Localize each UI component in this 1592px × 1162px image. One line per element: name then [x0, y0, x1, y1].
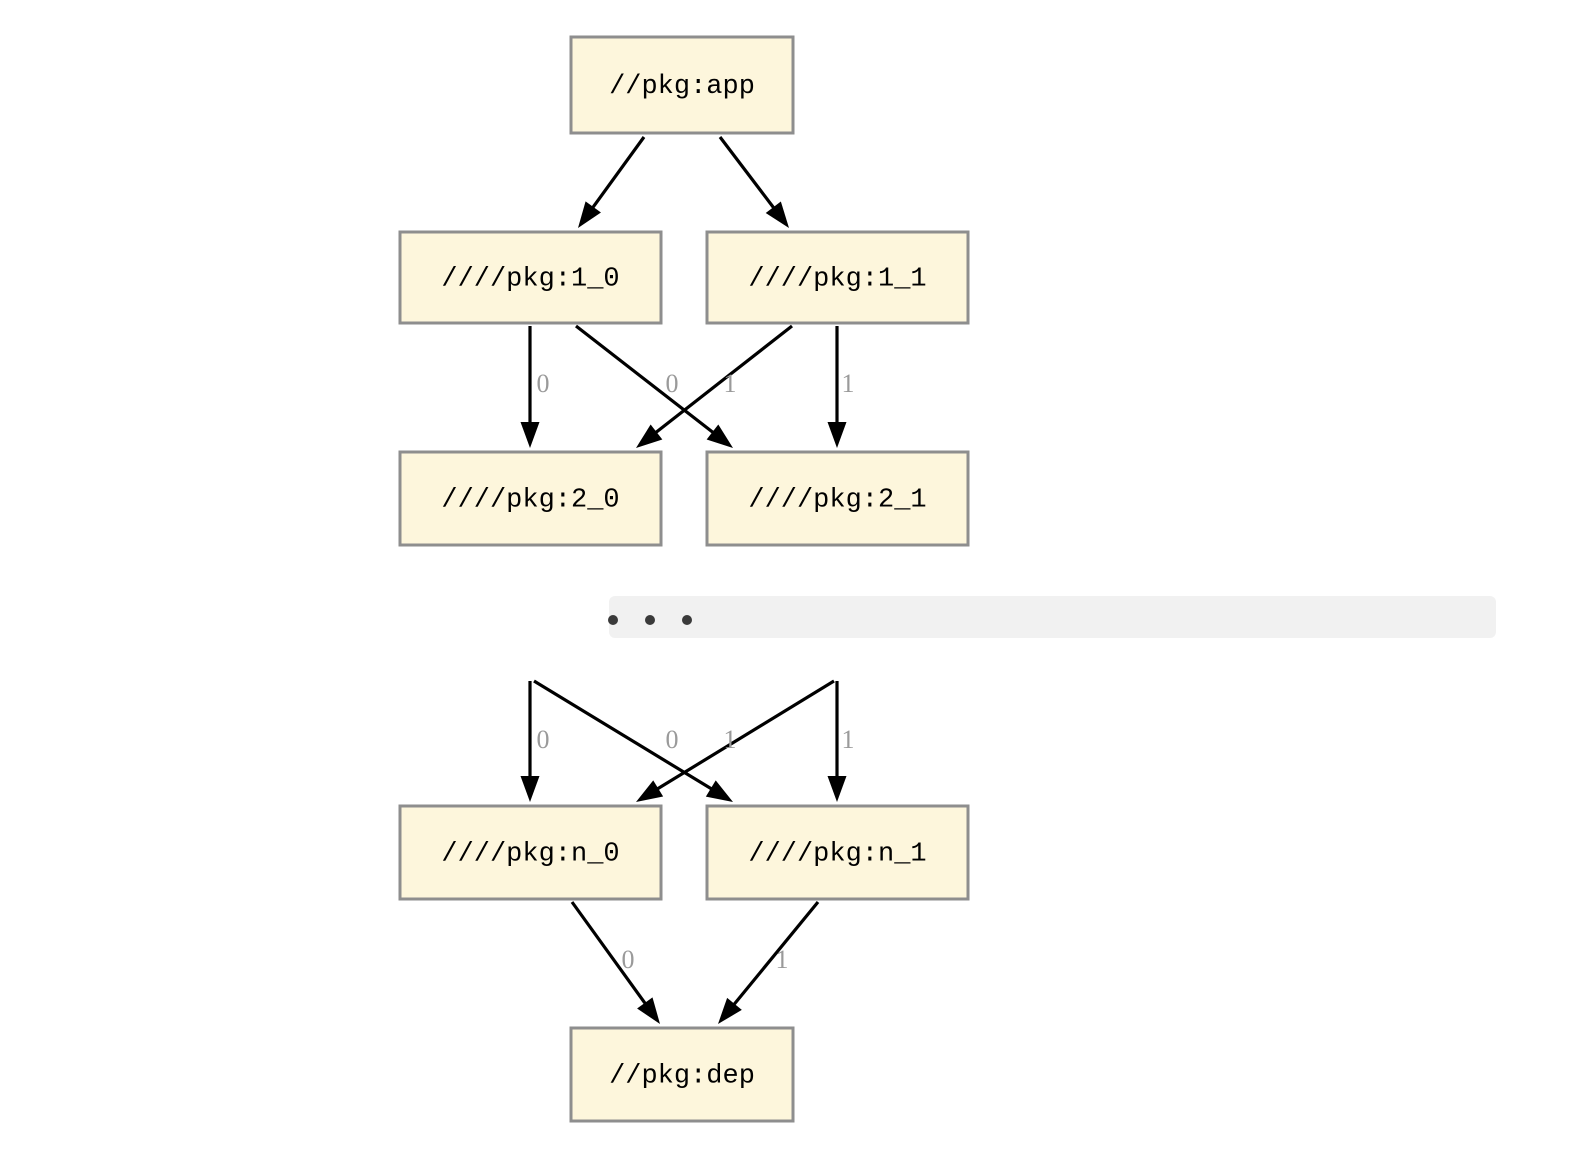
graph-node-l1_1[interactable]: ////pkg:1_1: [705, 230, 970, 325]
node-box[interactable]: [705, 230, 970, 325]
edge-line: [589, 136, 646, 212]
node-box[interactable]: [705, 450, 970, 547]
edge-line: [570, 901, 649, 1008]
edge-line: [653, 679, 835, 793]
edge-label: 1: [724, 369, 737, 398]
graph-edge: 0: [520, 326, 550, 448]
edge-arrowhead-icon: [827, 422, 847, 448]
ellipsis-dot-1: [645, 615, 655, 625]
edge-line: [533, 679, 716, 793]
edge-arrowhead-icon: [637, 997, 660, 1024]
edge-label: 0: [666, 369, 679, 398]
node-label: //pkg:app: [609, 72, 755, 102]
graph-node-ln_0[interactable]: ////pkg:n_0: [398, 804, 663, 901]
graph-node-l2_1[interactable]: ////pkg:2_1: [705, 450, 970, 547]
node-box[interactable]: [705, 804, 970, 901]
graph-edge: 0: [570, 901, 660, 1024]
node-box[interactable]: [398, 804, 663, 901]
edge-label: 0: [622, 945, 635, 974]
node-box[interactable]: [398, 230, 663, 325]
graph-edge: 0: [575, 324, 733, 448]
edge-label: 0: [666, 725, 679, 754]
node-box[interactable]: [569, 1026, 795, 1123]
node-label: ////pkg:n_1: [748, 840, 926, 870]
graph-edge: 1: [827, 681, 855, 802]
edge-arrowhead-icon: [636, 780, 664, 802]
edge-line: [575, 324, 718, 437]
edge-arrowhead-icon: [706, 424, 733, 448]
edge-label: 0: [537, 725, 550, 754]
ellipsis-dot-2: [682, 615, 692, 625]
edge-arrowhead-icon: [520, 776, 540, 802]
node-label: ////pkg:n_0: [441, 840, 619, 870]
graph-edge: 1: [636, 679, 835, 802]
edges-layer: 0 0 1 1 0 0 1 1 0 1: [520, 136, 855, 1024]
graph-edge: 1: [718, 900, 820, 1024]
node-label: ////pkg:2_0: [441, 486, 619, 516]
edge-arrowhead-icon: [827, 776, 847, 802]
edge-arrowhead-icon: [520, 422, 540, 448]
graph-edge: [578, 136, 646, 228]
edge-arrowhead-icon: [705, 780, 733, 802]
graph-node-dep[interactable]: //pkg:dep: [569, 1026, 795, 1123]
node-label: //pkg:dep: [609, 1062, 755, 1092]
node-box[interactable]: [398, 450, 663, 547]
edge-arrowhead-icon: [765, 201, 789, 228]
edge-label: 1: [724, 725, 737, 754]
ellipsis-dot-0: [608, 615, 618, 625]
graph-edge: 0: [533, 679, 733, 802]
graph-edge: 0: [520, 681, 550, 802]
edge-label: 1: [842, 369, 855, 398]
edge-arrowhead-icon: [718, 997, 742, 1024]
node-label: ////pkg:2_1: [748, 486, 926, 516]
graph-edge: 1: [827, 326, 855, 448]
graph-node-l2_0[interactable]: ////pkg:2_0: [398, 450, 663, 547]
graph-node-l1_0[interactable]: ////pkg:1_0: [398, 230, 663, 325]
node-label: ////pkg:1_1: [748, 265, 926, 295]
edge-label: 0: [537, 369, 550, 398]
node-label: ////pkg:1_0: [441, 265, 619, 295]
edge-arrowhead-icon: [578, 201, 601, 228]
separator-layer: [608, 596, 1496, 638]
edge-label: 1: [776, 945, 789, 974]
nodes-layer: //pkg:app ////pkg:1_0 ////pkg:1_1 ////pkg:2…: [398, 35, 970, 1123]
graph-edge: 1: [636, 324, 793, 448]
edge-line: [730, 900, 820, 1009]
graph-edge: [718, 136, 789, 228]
node-box[interactable]: [569, 35, 795, 135]
ellipsis-separator-band: [609, 596, 1496, 638]
edge-line: [718, 136, 778, 212]
graph-node-app[interactable]: //pkg:app: [569, 35, 795, 135]
edge-label: 1: [842, 725, 855, 754]
edge-arrowhead-icon: [636, 424, 663, 448]
graph-node-ln_1[interactable]: ////pkg:n_1: [705, 804, 970, 901]
edge-line: [651, 324, 793, 437]
